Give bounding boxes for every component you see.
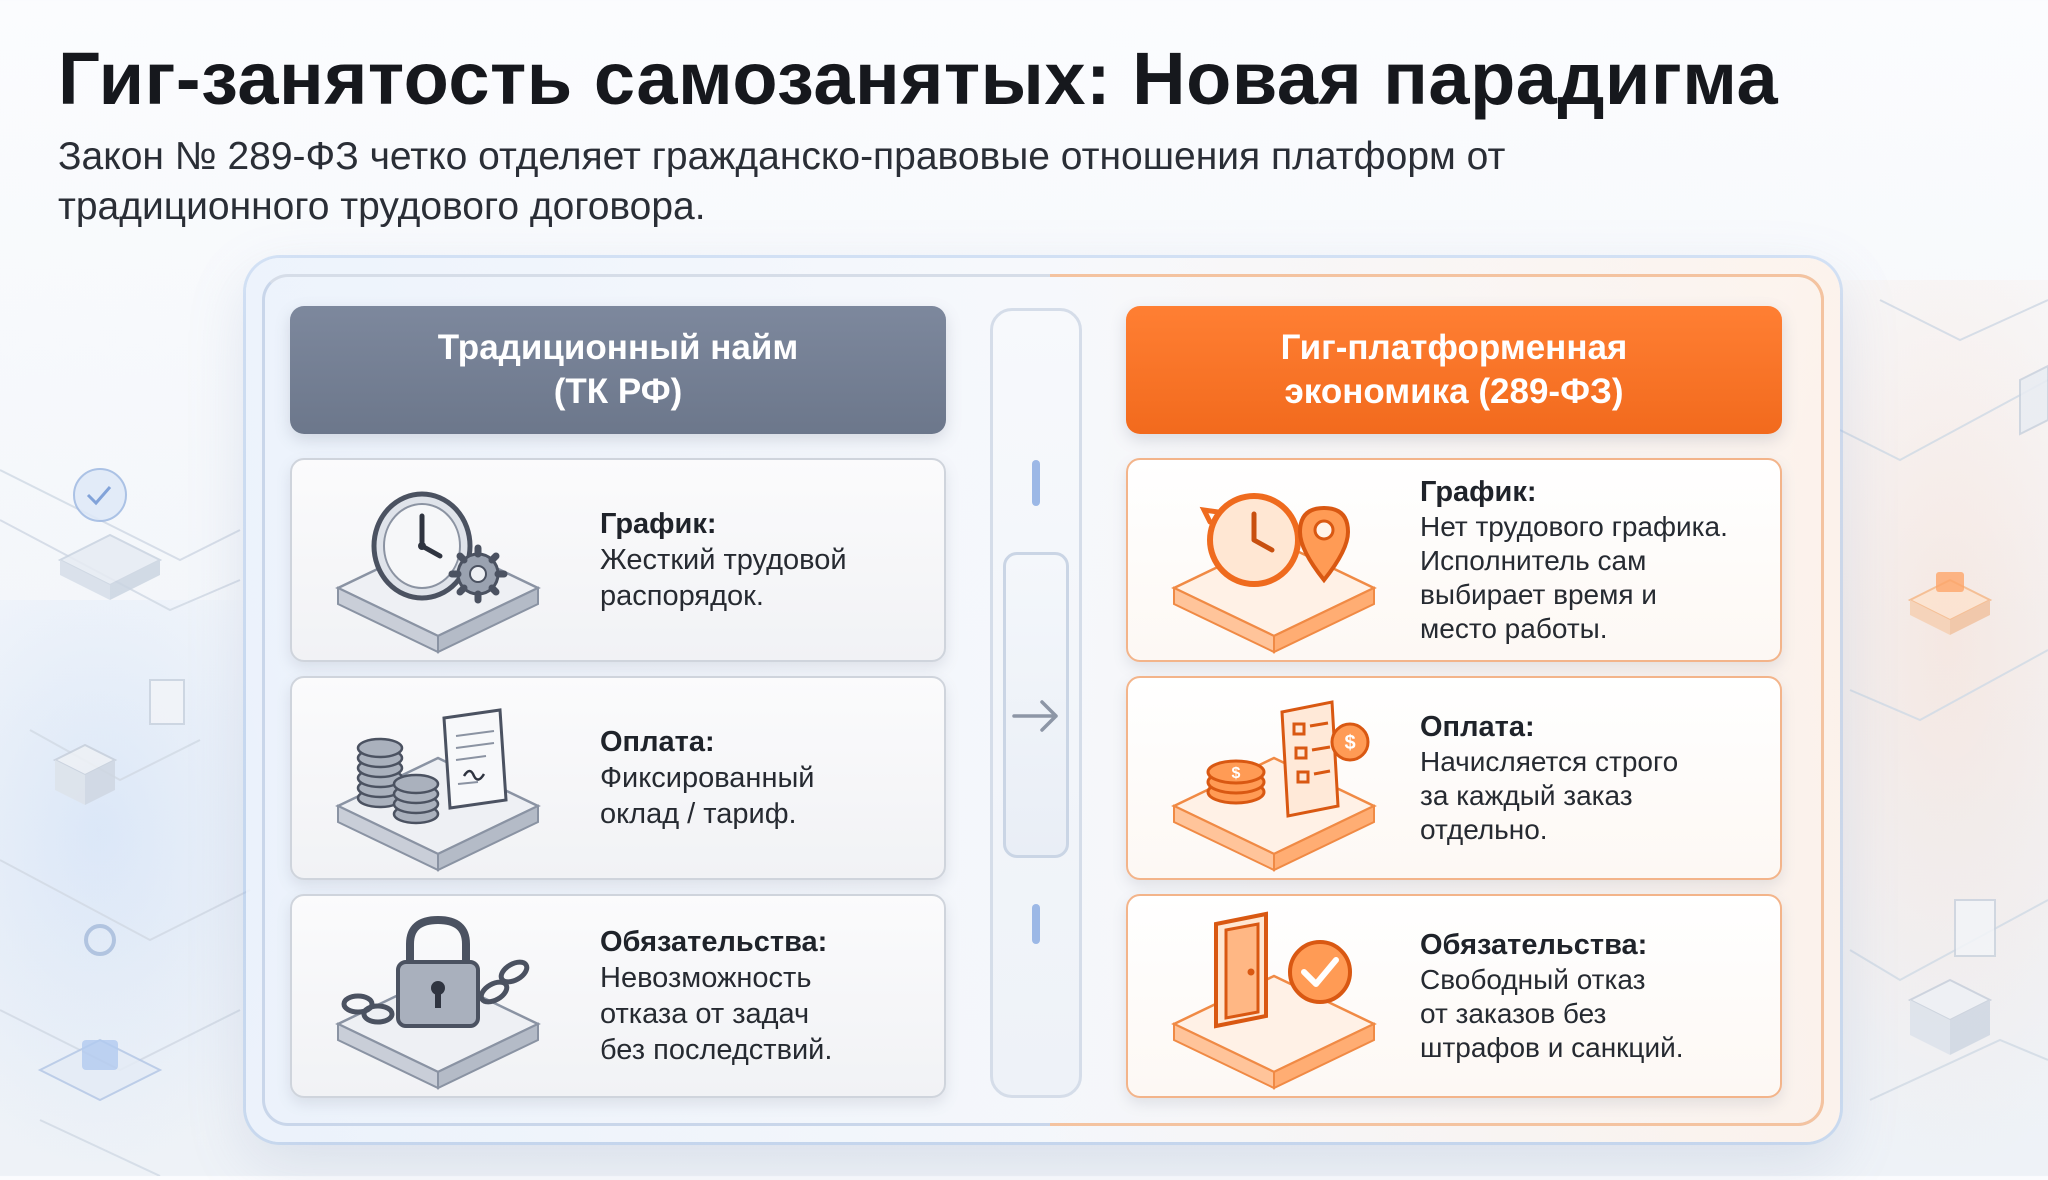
padlock-chain-icon	[335, 915, 541, 1090]
traditional-header-line1: Традиционный найм	[437, 328, 799, 367]
svg-text:$: $	[1232, 765, 1241, 782]
coins-checklist-icon: $ $	[1171, 700, 1377, 872]
divider-dash	[1032, 460, 1040, 506]
traditional-payment-card: Оплата: Фиксированный оклад / тариф.	[290, 676, 946, 880]
gig-schedule-label: График:	[1420, 476, 1537, 508]
traditional-employment-header: Традиционный найм (ТК РФ)	[290, 306, 946, 434]
gig-economy-header: Гиг-платформенная экономика (289-ФЗ)	[1126, 306, 1782, 434]
payment-description: Фиксированный оклад / тариф.	[600, 762, 815, 830]
traditional-obligations-card: Обязательства: Невозможность отказа от з…	[290, 894, 946, 1098]
schedule-description: Жесткий трудовой распорядок.	[600, 544, 847, 612]
page-title: Гиг-занятость самозанятых: Новая парадиг…	[58, 37, 1779, 120]
gig-header-line2: экономика (289-ФЗ)	[1284, 372, 1624, 411]
gig-payment-description: Начисляется строго за каждый заказ отдел…	[1420, 746, 1679, 845]
gig-obligations-card: Обязательства: Свободный отказ от заказо…	[1126, 894, 1782, 1098]
obligations-label: Обязательства:	[600, 926, 828, 958]
comparison-frame-right-border	[1050, 274, 1824, 1126]
traditional-schedule-card: График: Жесткий трудовой распорядок.	[290, 458, 946, 662]
obligations-description: Невозможность отказа от задач без послед…	[600, 962, 833, 1066]
gig-obligations-label: Обязательства:	[1420, 929, 1648, 961]
traditional-header-line2: (ТК РФ)	[553, 372, 683, 411]
gig-schedule-description: Нет трудового графика. Исполнитель сам в…	[1420, 511, 1728, 644]
gig-header-line1: Гиг-платформенная	[1280, 328, 1628, 367]
arrow-right-icon	[1006, 686, 1066, 746]
gig-payment-card: $ $ Оплата: Начисляется строго за каждый…	[1126, 676, 1782, 880]
divider-dash	[1032, 904, 1040, 944]
payment-label: Оплата:	[600, 726, 715, 758]
svg-text:$: $	[1344, 732, 1355, 754]
coins-contract-icon	[335, 708, 541, 872]
clock-gear-icon	[335, 491, 541, 654]
gig-schedule-card: График: Нет трудового графика. Исполните…	[1126, 458, 1782, 662]
clock-location-pin-icon	[1171, 493, 1377, 654]
gig-obligations-description: Свободный отказ от заказов без штрафов и…	[1420, 964, 1684, 1063]
divider-center-pill	[1003, 552, 1069, 858]
page-subtitle: Закон № 289-ФЗ четко отделяет гражданско…	[58, 135, 1506, 228]
gig-payment-label: Оплата:	[1420, 711, 1535, 743]
door-check-icon	[1171, 911, 1377, 1090]
schedule-label: График:	[600, 508, 717, 540]
